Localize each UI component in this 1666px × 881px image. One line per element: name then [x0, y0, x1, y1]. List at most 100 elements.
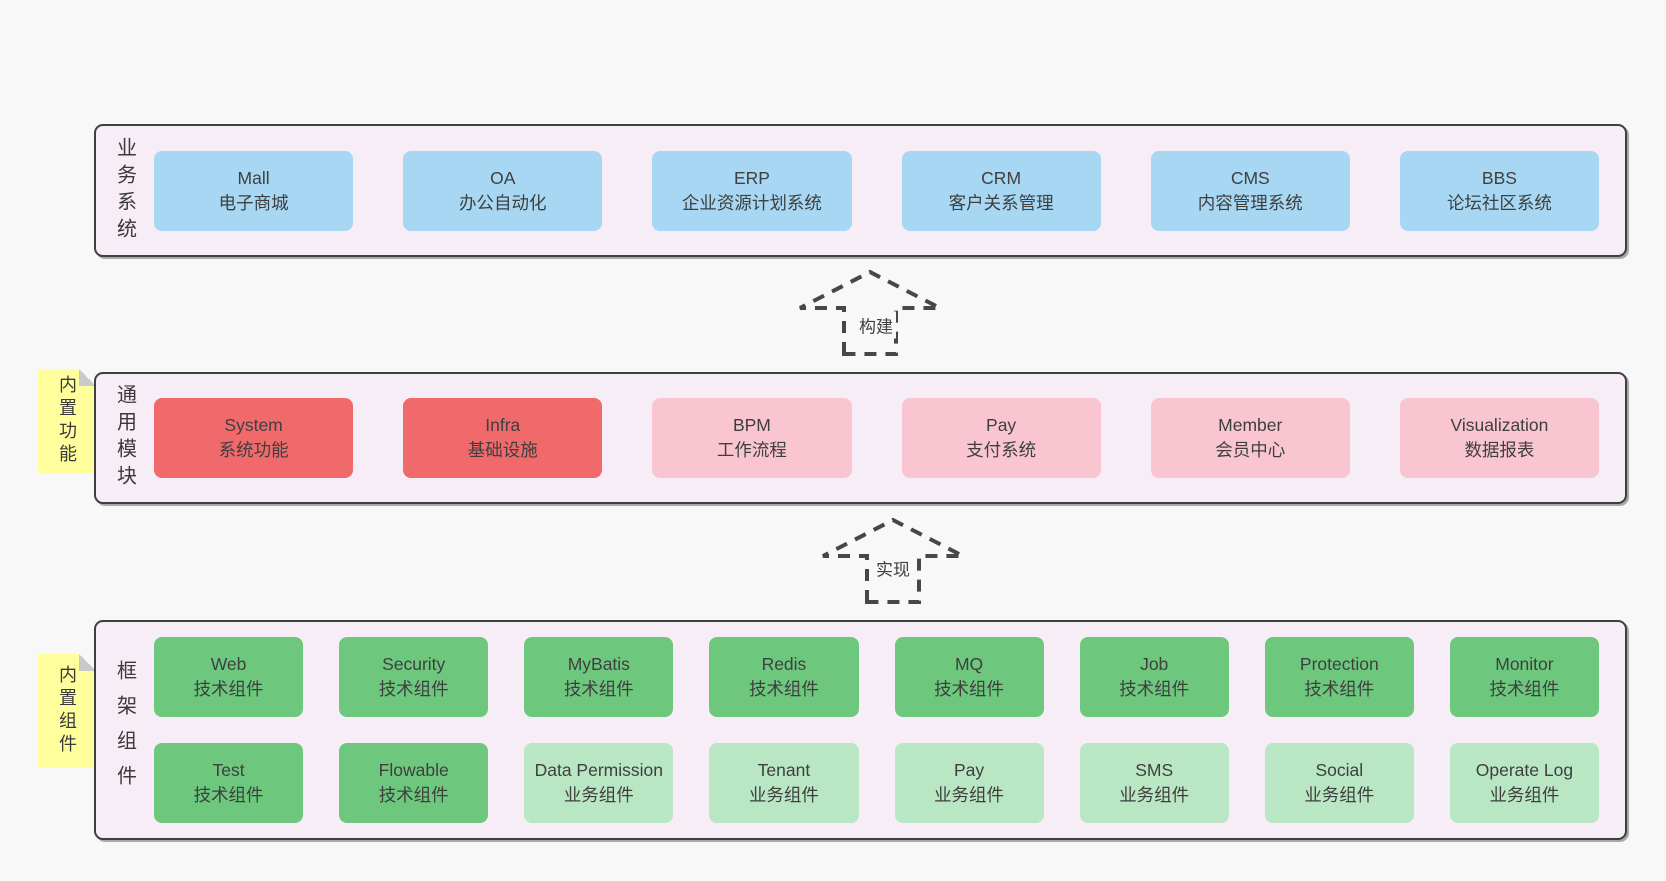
box-subtitle: 技术组件: [1304, 679, 1375, 699]
box-subtitle: 系统功能: [218, 440, 289, 460]
box-subtitle: 业务组件: [1304, 785, 1375, 805]
box-subtitle: 业务组件: [563, 785, 634, 805]
box-subtitle: 基础设施: [467, 440, 538, 460]
box-subtitle: 技术组件: [563, 679, 634, 699]
box-title: Operate Log: [1475, 760, 1574, 780]
box-title: Member: [1218, 415, 1283, 435]
module-box-pay: Pay 支付系统: [901, 398, 1101, 478]
box-title: OA: [490, 167, 516, 188]
box-title: Redis: [761, 654, 807, 674]
box-title: Pay: [986, 415, 1017, 435]
component-box-redis: Redis 技术组件: [709, 637, 859, 717]
box-title: CRM: [981, 167, 1022, 188]
box-subtitle: 业务组件: [934, 785, 1005, 805]
box-subtitle: 业务组件: [748, 785, 819, 805]
box-title: Pay: [953, 760, 985, 780]
box-subtitle: 企业资源计划系统: [681, 192, 822, 213]
box-title: ERP: [733, 167, 770, 188]
business-systems-layer-label: 业务系统: [113, 136, 136, 245]
box-subtitle: 技术组件: [193, 785, 264, 805]
business-systems-layer: 业务系统 Mall 电子商城 OA 办公自动化 ERP 企业资源计划系统 CRM…: [94, 124, 1627, 257]
box-title: Social: [1315, 760, 1364, 780]
box-subtitle: 技术组件: [378, 679, 449, 699]
box-subtitle: 电子商城: [218, 192, 289, 213]
box-subtitle: 技术组件: [378, 785, 449, 805]
box-title: Web: [210, 654, 247, 674]
box-title: Mall: [237, 167, 270, 188]
box-title: MQ: [954, 654, 984, 674]
component-box-tenant: Tenant 业务组件: [709, 743, 859, 823]
folded-corner-icon: [79, 654, 96, 671]
common-modules-layer: 通用模块 System 系统功能 Infra 基础设施 BPM 工作流程 Pay…: [94, 372, 1627, 504]
box-subtitle: 客户关系管理: [948, 192, 1054, 213]
module-box-system: System 系统功能: [154, 398, 354, 478]
component-box-sms: SMS 业务组件: [1079, 743, 1229, 823]
implement-arrow-label: 实现: [873, 554, 913, 582]
system-box-crm: CRM 客户关系管理: [901, 150, 1101, 231]
component-box-data-permission: Data Permission 业务组件: [524, 743, 674, 823]
box-title: CMS: [1230, 167, 1270, 188]
box-title: Protection: [1299, 654, 1379, 674]
component-box-mq: MQ 技术组件: [894, 637, 1044, 717]
framework-components-layer-label: 框架组件: [113, 660, 136, 800]
component-box-pay: Pay 业务组件: [894, 743, 1044, 823]
framework-components-layer: 框架组件 Web 技术组件 Security 技术组件 MyBatis 技术组件…: [94, 620, 1627, 840]
framework-components-grid: Web 技术组件 Security 技术组件 MyBatis 技术组件 Redi…: [154, 622, 1625, 838]
box-title: SMS: [1135, 760, 1174, 780]
sticky-note-text: 内置组件: [57, 665, 77, 757]
common-modules-layer-label: 通用模块: [113, 384, 136, 492]
box-subtitle: 业务组件: [1489, 785, 1560, 805]
box-subtitle: 技术组件: [748, 679, 819, 699]
box-subtitle: 工作流程: [716, 440, 787, 460]
box-title: Visualization: [1450, 415, 1549, 435]
box-subtitle: 内容管理系统: [1197, 192, 1303, 213]
box-title: Test: [212, 760, 245, 780]
box-title: BPM: [732, 415, 771, 435]
component-box-mybatis: MyBatis 技术组件: [524, 637, 674, 717]
system-box-cms: CMS 内容管理系统: [1150, 150, 1350, 231]
box-subtitle: 技术组件: [1489, 679, 1560, 699]
system-box-erp: ERP 企业资源计划系统: [652, 150, 852, 231]
system-box-bbs: BBS 论坛社区系统: [1399, 150, 1600, 231]
box-subtitle: 技术组件: [193, 679, 264, 699]
system-box-mall: Mall 电子商城: [154, 150, 354, 231]
box-subtitle: 技术组件: [1119, 679, 1190, 699]
box-title: Security: [382, 654, 446, 674]
component-box-flowable: Flowable 技术组件: [339, 743, 489, 823]
module-box-member: Member 会员中心: [1150, 398, 1350, 478]
folded-corner-icon: [79, 369, 96, 386]
component-box-test: Test 技术组件: [154, 743, 304, 823]
business-systems-box-row: Mall 电子商城 OA 办公自动化 ERP 企业资源计划系统 CRM 客户关系…: [154, 126, 1625, 255]
module-box-bpm: BPM 工作流程: [652, 398, 852, 478]
box-title: Flowable: [378, 760, 449, 780]
component-box-operate-log: Operate Log 业务组件: [1449, 743, 1599, 823]
component-box-security: Security 技术组件: [339, 637, 489, 717]
component-box-social: Social 业务组件: [1264, 743, 1414, 823]
framework-components-row-2: Test 技术组件 Flowable 技术组件 Data Permission …: [154, 743, 1599, 823]
module-box-visualization: Visualization 数据报表: [1399, 398, 1600, 478]
component-box-job: Job 技术组件: [1079, 637, 1229, 717]
box-subtitle: 会员中心: [1215, 440, 1286, 460]
box-title: Tenant: [757, 760, 811, 780]
box-subtitle: 数据报表: [1464, 440, 1535, 460]
box-title: System: [224, 415, 283, 435]
component-box-web: Web 技术组件: [154, 637, 304, 717]
box-subtitle: 论坛社区系统: [1446, 192, 1552, 213]
box-subtitle: 办公自动化: [459, 192, 547, 213]
common-modules-box-row: System 系统功能 Infra 基础设施 BPM 工作流程 Pay 支付系统…: [154, 374, 1625, 502]
box-subtitle: 支付系统: [966, 440, 1037, 460]
box-title: Data Permission: [534, 760, 663, 780]
sticky-note-text: 内置功能: [57, 375, 77, 467]
framework-components-row-1: Web 技术组件 Security 技术组件 MyBatis 技术组件 Redi…: [154, 637, 1599, 717]
build-arrow-label: 构建: [856, 311, 896, 339]
sticky-note-built-in-features: 内置功能: [38, 369, 96, 473]
component-box-protection: Protection 技术组件: [1264, 637, 1414, 717]
sticky-note-built-in-components: 内置组件: [38, 654, 96, 768]
module-box-infra: Infra 基础设施: [403, 398, 603, 478]
box-title: Monitor: [1495, 654, 1554, 674]
box-subtitle: 技术组件: [934, 679, 1005, 699]
component-box-monitor: Monitor 技术组件: [1449, 637, 1599, 717]
box-title: Job: [1140, 654, 1169, 674]
box-subtitle: 业务组件: [1119, 785, 1190, 805]
system-box-oa: OA 办公自动化: [403, 150, 603, 231]
